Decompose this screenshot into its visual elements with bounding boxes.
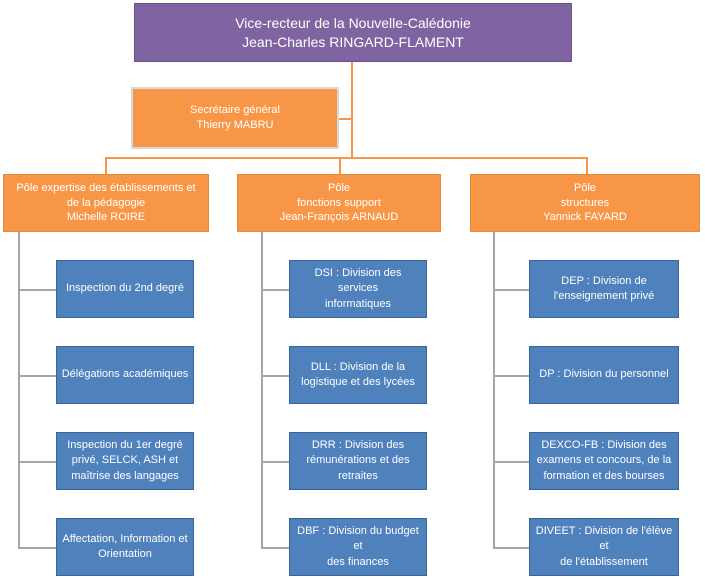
branch [493,461,529,463]
division-box: DLL : Division de la logistique et des l… [289,346,427,404]
branch [18,547,56,549]
division-label: des finances [327,555,389,568]
root-connector [351,62,353,158]
division-label: DIVEET : Division de l'élève et [535,524,673,553]
branch [261,547,289,549]
branch [493,547,529,549]
branch [18,375,56,377]
branch [261,375,289,377]
division-box: DSI : Division des services informatique… [289,260,427,318]
division-label: informatiques [324,297,392,310]
division-label: retraites [338,469,378,482]
pole-line: Pôle expertise des établissements et [16,181,196,194]
pole-2-trunk [261,232,263,548]
poles-bus [105,157,588,159]
division-label: DP : Division du personnel [539,368,669,381]
division-label: l'enseignement privé [553,290,655,302]
pole-3-trunk [493,232,495,548]
pole-head: Michelle ROIRE [66,211,146,224]
division-label: maîtrise des langages [71,469,179,482]
pole-1-connector [105,157,107,174]
branch [261,461,289,463]
division-label: de l'établissement [560,555,648,568]
branch [493,375,529,377]
pole-head: Jean-François ARNAUD [279,211,399,224]
secretary-general-box: Secrétaire général Thierry MABRU [131,87,339,149]
pole-1-trunk [18,232,20,548]
secretary-title: Secrétaire général [190,104,280,117]
division-label: DRR : Division des [311,438,405,451]
division-box: Inspection du 1er degré privé, SELCK, AS… [56,432,194,490]
division-label: DBF : Division du budget et [297,524,419,553]
division-box: DP : Division du personnel [529,346,679,404]
division-box: Affectation, Information et Orientation [56,518,194,576]
pole-support-box: Pôle fonctions support Jean-François ARN… [237,174,441,232]
secretary-connector [339,118,351,120]
division-label: DEXCO-FB : Division des [541,438,667,451]
division-label: DLL : Division de la [310,360,406,373]
division-label: Affectation, Information et [62,532,188,545]
pole-line: Pôle [327,181,351,194]
vice-rector-name: Jean-Charles RINGARD-FLAMENT [242,33,464,50]
division-label: Inspection du 2nd degré [65,282,185,295]
pole-line: fonctions support [297,196,381,209]
branch [18,289,56,291]
division-label: DEP : Division de [561,274,647,287]
pole-structures-box: Pôle structures Yannick FAYARD [470,174,700,232]
division-label: examens et concours, de la [536,454,672,467]
division-box: Délégations académiques [56,346,194,404]
vice-rector-box: Vice-recteur de la Nouvelle-Calédonie Je… [134,3,572,62]
division-label: Orientation [98,548,152,560]
division-label: Délégations académiques [61,368,189,381]
pole-3-connector [586,157,588,174]
division-box: DIVEET : Division de l'élève et de l'éta… [529,518,679,576]
division-box: DEXCO-FB : Division des examens et conco… [529,432,679,490]
division-label: rémunérations et des [306,454,410,467]
pole-head: Yannick FAYARD [543,211,627,224]
branch [261,289,289,291]
division-box: Inspection du 2nd degré [56,260,194,318]
secretary-name: Thierry MABRU [196,119,274,131]
division-label: privé, SELCK, ASH et [71,454,179,467]
pole-2-connector [339,157,341,174]
branch [18,461,56,463]
division-label: formation et des bourses [543,469,665,482]
division-box: DRR : Division des rémunérations et des … [289,432,427,490]
division-label: Inspection du 1er degré [67,438,183,451]
vice-rector-title: Vice-recteur de la Nouvelle-Calédonie [235,14,471,31]
division-box: DEP : Division de l'enseignement privé [529,260,679,318]
branch [493,289,529,291]
division-label: logistique et des lycées [301,376,415,388]
pole-line: de la pédagogie [66,196,146,209]
division-label: DSI : Division des services [314,266,402,295]
pole-line: Pôle [573,181,597,194]
pole-line: structures [560,196,610,209]
division-box: DBF : Division du budget et des finances [289,518,427,576]
pole-expertise-box: Pôle expertise des établissements et de … [3,174,209,232]
